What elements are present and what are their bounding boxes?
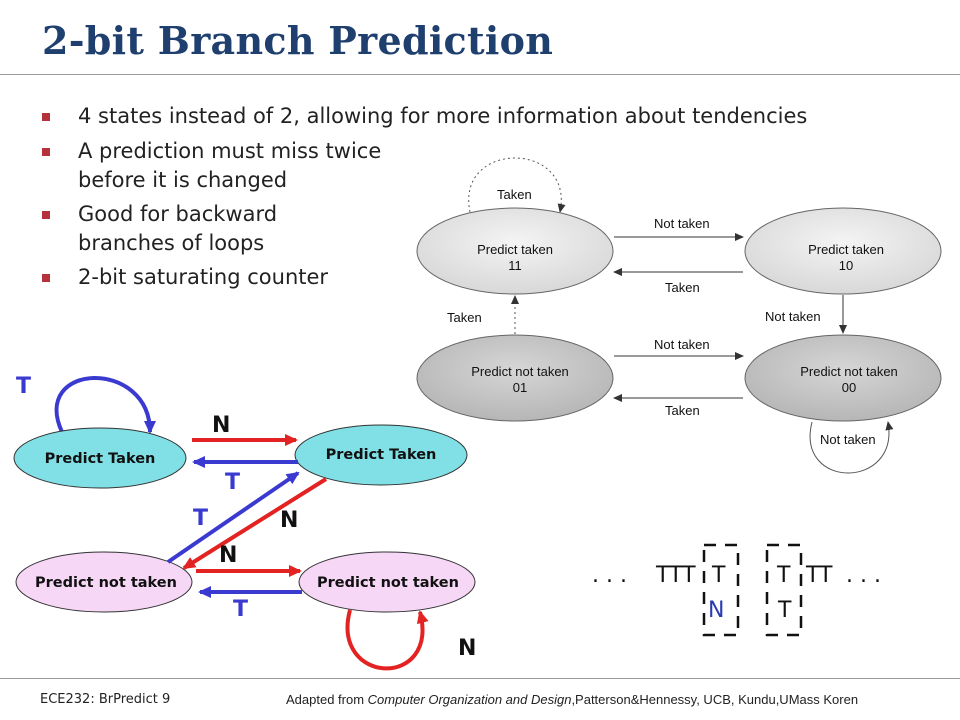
self-loop-not-taken-arrow: [809, 421, 894, 474]
footer-prefix: Adapted from: [286, 692, 368, 707]
footer-suffix: ,Patterson&Hennessy, UCB, Kundu,UMass Ko…: [571, 692, 859, 707]
sequence-n-mispredict: N: [708, 598, 724, 623]
sequence-t-below: T: [777, 598, 792, 623]
label-n-diagonal: N: [280, 508, 298, 533]
state-label: Predict Taken: [326, 447, 437, 463]
state-01-node: [416, 334, 614, 422]
label-t-bottom: T: [233, 597, 248, 622]
bullet-text: 2-bit saturating counter: [78, 265, 329, 289]
state-00-node: [744, 334, 942, 422]
edge-label-not-taken-self: Not taken: [820, 432, 876, 447]
title-divider: [0, 74, 960, 75]
edge-label-not-taken-right: Not taken: [765, 309, 821, 324]
label-t-self: T: [16, 374, 31, 399]
sequence-ttt: TTT: [655, 563, 696, 588]
bullet-text: before it is changed: [78, 168, 288, 192]
state-11-node: [416, 207, 614, 295]
fsm-diagram: Taken Not taken Predict taken 11 Predict…: [416, 157, 942, 474]
not-taken-self-loop-arrow: [345, 609, 429, 671]
label-t-diagonal: T: [193, 506, 208, 531]
sequence-dots-right: . . .: [846, 563, 881, 588]
label-t-top: T: [225, 470, 240, 495]
simple-counter-diagram: T Predict Taken Predict Taken Predict no…: [13, 374, 476, 671]
taken-self-loop-arrow: [54, 376, 156, 434]
edge-label-taken-self: Taken: [497, 187, 532, 202]
state-11-code: 11: [508, 258, 522, 273]
sequence-t2: T: [776, 563, 791, 588]
branch-sequence: . . . TTT T T TT . . . N T: [592, 543, 881, 637]
state-predict-taken-weak: [294, 424, 468, 486]
bullet-square-icon: [42, 274, 50, 282]
footer-divider: [0, 678, 960, 679]
edge-label-taken-left: Taken: [447, 310, 482, 325]
bullet-square-icon: [42, 211, 50, 219]
state-predict-not-taken-weak: [15, 551, 193, 613]
sequence-t: T: [711, 563, 726, 588]
footer-slide-id: ECE232: BrPredict 9: [40, 692, 171, 707]
state-11-name: Predict taken: [477, 242, 553, 257]
sequence-tt: TT: [805, 563, 833, 588]
state-01-code: 01: [513, 380, 527, 395]
state-label: Predict not taken: [35, 575, 177, 591]
arrow-n-diagonal: [182, 477, 328, 570]
bullet-text: 4 states instead of 2, allowing for more…: [78, 104, 808, 128]
edge-label-taken-bottom: Taken: [665, 403, 700, 418]
edge-label-not-taken-bottom: Not taken: [654, 337, 710, 352]
bullet-text: Good for backward: [78, 202, 278, 226]
bullet-square-icon: [42, 113, 50, 121]
footer-book-title: Computer Organization and Design: [367, 692, 572, 707]
state-predict-taken-strong: [13, 427, 187, 489]
self-loop-taken-arrow: [468, 157, 566, 213]
state-10-node: [744, 207, 942, 295]
label-n-top: N: [212, 413, 230, 438]
state-10-name: Predict taken: [808, 242, 884, 257]
state-label: Predict Taken: [45, 451, 156, 467]
edge-label-taken-top: Taken: [665, 280, 700, 295]
label-n-bottom: N: [219, 543, 237, 568]
bullet-text: A prediction must miss twice: [78, 139, 382, 163]
state-00-code: 00: [842, 380, 856, 395]
state-10-code: 10: [839, 258, 853, 273]
state-predict-not-taken-strong: [298, 551, 476, 613]
state-00-name: Predict not taken: [800, 364, 898, 379]
state-01-name: Predict not taken: [471, 364, 569, 379]
edge-label-not-taken-top: Not taken: [654, 216, 710, 231]
slide-title: 2-bit Branch Prediction: [42, 18, 554, 63]
state-label: Predict not taken: [317, 575, 459, 591]
bullet-text: branches of loops: [78, 231, 265, 255]
footer-attribution: Adapted from Computer Organization and D…: [286, 692, 858, 707]
arrow-t-diagonal: [166, 471, 300, 564]
bullet-square-icon: [42, 148, 50, 156]
sequence-dots-left: . . .: [592, 563, 627, 588]
label-n-self: N: [458, 636, 476, 661]
